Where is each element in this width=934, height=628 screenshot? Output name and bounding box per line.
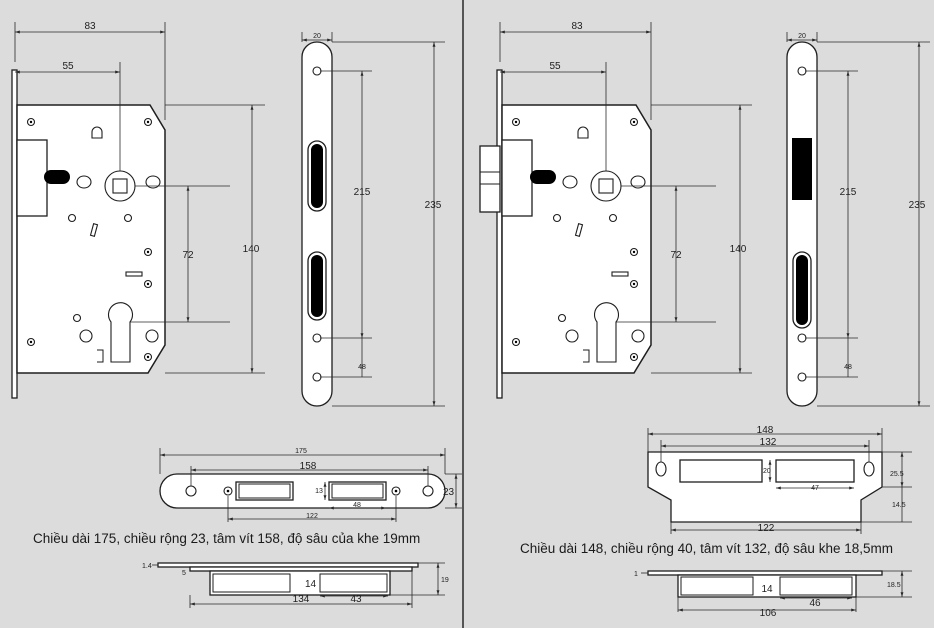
- left-faceplate-span-label: 215: [354, 187, 371, 198]
- left-deadbolt-slot: [311, 255, 323, 317]
- left-latch-slot: [311, 144, 323, 208]
- right-lock-height-label: 140: [730, 244, 747, 255]
- right-strike-centers-label: 132: [760, 437, 777, 448]
- left-strike-centers-label: 158: [300, 461, 317, 472]
- left-strike-side-view: [157, 562, 419, 596]
- left-latch-housing: [16, 139, 48, 217]
- right-strike-slot-label: 47: [811, 485, 819, 492]
- left-faceplate-bottom-label: 48: [358, 364, 366, 371]
- left-latch-bolt: [44, 170, 70, 184]
- left-side-inner-label: 14: [305, 579, 317, 590]
- right-faceplate-span-label: 215: [840, 187, 857, 198]
- right-latch-bolt: [530, 170, 556, 184]
- right-side-dimensions: 1 14 18.5 106 46: [634, 570, 912, 619]
- right-strike-plate: [647, 451, 883, 523]
- left-strike-slot-label: 48: [353, 502, 361, 509]
- right-deadbolt-slot: [796, 255, 808, 325]
- right-lock-center-label: 72: [670, 250, 682, 261]
- left-spindle-square: [112, 178, 128, 194]
- right-faceplate-width-label: 20: [798, 33, 806, 40]
- right-lock-width-label: 83: [571, 21, 583, 32]
- right-side-plate-label: 1: [634, 571, 638, 578]
- right-strike-length-label: 148: [757, 425, 774, 436]
- right-lock-backset-label: 55: [549, 61, 561, 72]
- right-lock-body: [479, 69, 652, 399]
- right-strike-tab-label: 14.5: [892, 502, 906, 509]
- right-cylinder-cutout: [593, 302, 620, 363]
- left-side-box-label: 43: [350, 594, 362, 605]
- left-strike-length-label: 175: [295, 448, 307, 455]
- left-side-dimensions: 1.4 5 14 19 134 43: [142, 562, 449, 608]
- right-faceplate-length-label: 235: [909, 200, 926, 211]
- left-lock-body: [11, 69, 166, 399]
- left-cylinder-cutout: [107, 302, 134, 363]
- left-strike-caption: Chiều dài 175, chiều rộng 23, tâm vít 15…: [33, 531, 421, 546]
- left-strike-width-label: 23: [443, 487, 455, 498]
- left-strike-plate: [159, 473, 446, 509]
- left-lock-backset-label: 55: [62, 61, 74, 72]
- right-side-total-label: 106: [760, 608, 777, 619]
- left-side-total-label: 134: [293, 594, 310, 605]
- right-latch-housing: [501, 139, 533, 217]
- right-faceplate: [786, 41, 818, 407]
- left-lock-dimensions: 83 55 72 140: [14, 21, 265, 374]
- right-strike-caption: Chiều dài 148, chiều rộng 40, tâm vít 13…: [520, 541, 893, 556]
- left-strike-depth-label: 13: [315, 488, 323, 495]
- left-strike-dimensions: 175 158 23 13 48 122: [159, 448, 462, 522]
- right-lock-dimensions: 83 55 72 140: [499, 21, 752, 374]
- left-side-depth-label: 19: [441, 577, 449, 584]
- left-side-offset-label: 5: [182, 570, 186, 577]
- right-faceplate-bottom-label: 48: [844, 364, 852, 371]
- right-strike-span-label: 122: [758, 523, 775, 534]
- left-lock-center-label: 72: [182, 250, 194, 261]
- left-faceplate-length-label: 235: [425, 200, 442, 211]
- right-spindle-square: [598, 178, 614, 194]
- left-lock-height-label: 140: [243, 244, 260, 255]
- left-faceplate: [301, 41, 333, 407]
- left-lock-width-label: 83: [84, 21, 96, 32]
- right-faceplate-dimensions: 20 215 235 48: [786, 32, 930, 407]
- right-strike-dimensions: 148 132 25.5 14.5 20 47 122: [647, 425, 912, 534]
- right-strike-slotheight-label: 20: [763, 468, 771, 475]
- right-side-depth-label: 18.5: [887, 582, 901, 589]
- right-side-box-label: 46: [809, 598, 821, 609]
- right-latch-slot: [792, 138, 812, 200]
- left-faceplate-width-label: 20: [313, 33, 321, 40]
- right-side-inner-label: 14: [761, 584, 773, 595]
- left-strike-span-label: 122: [306, 513, 318, 520]
- left-faceplate-dimensions: 20 215 235 48: [301, 32, 445, 407]
- right-strike-height-label: 25.5: [890, 471, 904, 478]
- right-latch-bracket: [479, 145, 501, 213]
- left-side-plate-label: 1.4: [142, 563, 152, 570]
